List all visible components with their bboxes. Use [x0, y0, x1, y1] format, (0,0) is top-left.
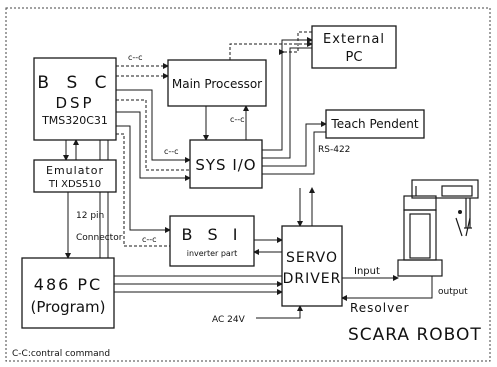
annotations: c--c c--c c--c c--c RS-422 12 pin Connec…: [12, 53, 482, 359]
pc486-line2: (Program): [31, 298, 106, 316]
bsi-title: B S I: [181, 225, 242, 244]
connector-label: Connector: [76, 233, 123, 243]
scara-robot-drawing: [397, 179, 479, 277]
block-teach-pendent: Teach Pendent: [325, 109, 425, 139]
bsc-dsp: DSP: [55, 94, 94, 112]
servo-line1: SERVO: [286, 250, 338, 266]
cc-label-mid: c--c: [230, 115, 245, 124]
pin12-label: 12 pin: [76, 211, 104, 221]
cc-label-left: c--c: [164, 147, 179, 156]
servo-line2: DRIVER: [283, 271, 342, 287]
block-bsi: B S I inverter part: [169, 215, 255, 267]
block-sys-io: SYS I/O: [189, 139, 263, 189]
legend-text: C-C:contral command: [12, 349, 110, 359]
ac-label: AC 24V: [212, 315, 246, 325]
block-main-processor: Main Processor: [167, 59, 267, 107]
teach-pendent-label: Teach Pendent: [330, 117, 418, 131]
block-external-pc: External PC: [311, 25, 397, 69]
main-processor-label: Main Processor: [172, 77, 262, 91]
external-pc-line1: External: [323, 32, 385, 47]
emulator-line2: TI XDS510: [48, 179, 101, 190]
robot-title: SCARA ROBOT: [348, 325, 482, 345]
resolver-label: Resolver: [350, 301, 410, 315]
cc-label-top: c--c: [128, 53, 143, 62]
pc486-line1: 486 PC: [34, 275, 102, 294]
bsc-title: B S C: [37, 73, 112, 93]
external-pc-line2: PC: [346, 50, 363, 65]
rs422-label: RS-422: [318, 145, 350, 155]
block-emulator: Emulator TI XDS510: [33, 159, 117, 193]
output-label: output: [438, 287, 468, 297]
emulator-line1: Emulator: [46, 164, 104, 177]
input-label: Input: [354, 266, 380, 277]
block-486-pc: 486 PC (Program): [21, 257, 115, 329]
bsi-subtitle: inverter part: [187, 249, 238, 258]
diagram-frame: [5, 7, 491, 362]
block-bsc: B S C DSP TMS320C31: [33, 57, 117, 141]
bsc-chip: TMS320C31: [41, 114, 108, 127]
sys-io-label: SYS I/O: [195, 156, 256, 174]
block-servo-driver: SERVO DRIVER: [281, 225, 343, 307]
cc-label-bsi: c--c: [142, 235, 157, 244]
